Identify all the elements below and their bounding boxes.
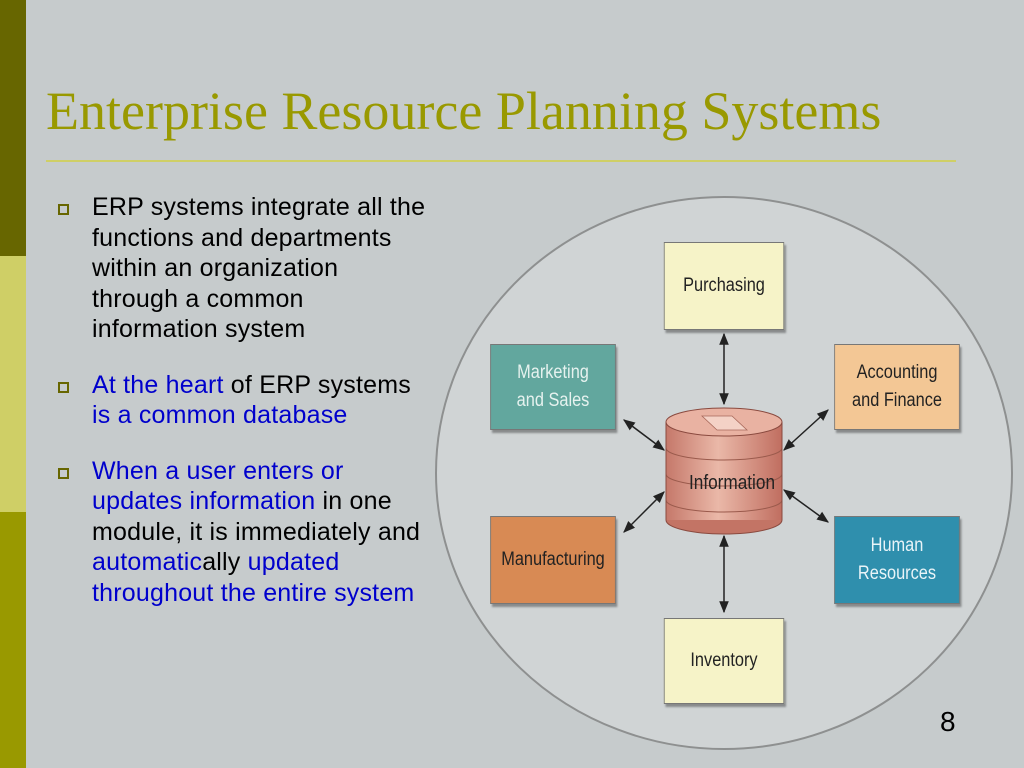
- bullet-text-segment: updated throughout the entire system: [92, 548, 415, 607]
- bullet-item: At the heart of ERP systems is a common …: [50, 370, 430, 431]
- module-inventory: Inventory: [663, 618, 785, 704]
- erp-diagram-graphics: [435, 196, 1013, 750]
- bullet-text-segment: is a common database: [92, 401, 348, 429]
- bullet-list: ERP systems integrate all the functions …: [50, 192, 430, 633]
- arrow-manufacturing: [623, 491, 665, 533]
- module-label: Inventory: [690, 650, 758, 671]
- module-label: Manufacturing: [501, 549, 605, 570]
- module-purchasing: Purchasing: [663, 242, 785, 330]
- square-bullet-icon: [58, 467, 69, 479]
- module-label: Accounting and Finance: [852, 362, 942, 411]
- module-label: Purchasing: [683, 275, 765, 296]
- square-bullet-icon: [58, 381, 69, 393]
- bullet-text-segment: When a user enters or updates informatio…: [92, 456, 344, 516]
- left-band-top: [0, 0, 26, 256]
- database-label: Information: [688, 472, 776, 494]
- bullet-text-segment: automatic: [92, 548, 203, 576]
- module-label: Human Resources: [857, 535, 937, 584]
- bullet-text-segment: ally: [202, 548, 248, 576]
- left-band-middle: [0, 256, 26, 512]
- arrow-accounting: [783, 409, 829, 451]
- bullet-item: ERP systems integrate all the functions …: [50, 192, 430, 345]
- bullet-text-segment: At the heart: [92, 370, 224, 399]
- module-manufacturing: Manufacturing: [490, 516, 616, 604]
- left-band-bottom: [0, 512, 26, 768]
- page-number: 8: [940, 706, 956, 737]
- database-cylinder-icon: [665, 407, 783, 535]
- arrow-hr: [783, 489, 829, 523]
- module-marketing-sales: Marketing and Sales: [490, 344, 616, 430]
- module-human-resources: Human Resources: [834, 516, 960, 604]
- title-underline: [46, 160, 956, 162]
- module-label: Marketing and Sales: [516, 362, 590, 411]
- erp-diagram: Purchasing Accounting and Finance Market…: [432, 194, 1022, 754]
- bullet-text-segment: in one module, it is immediately and: [92, 487, 421, 546]
- bullet-item: When a user enters or updates informatio…: [50, 456, 430, 609]
- arrow-marketing: [623, 419, 665, 451]
- bullet-text-segment: ERP systems integrate all the functions …: [92, 193, 426, 343]
- slide-title: Enterprise Resource Planning Systems: [46, 81, 882, 141]
- module-accounting-finance: Accounting and Finance: [834, 344, 960, 430]
- bullet-text-segment: of ERP systems: [223, 370, 411, 399]
- square-bullet-icon: [58, 204, 69, 215]
